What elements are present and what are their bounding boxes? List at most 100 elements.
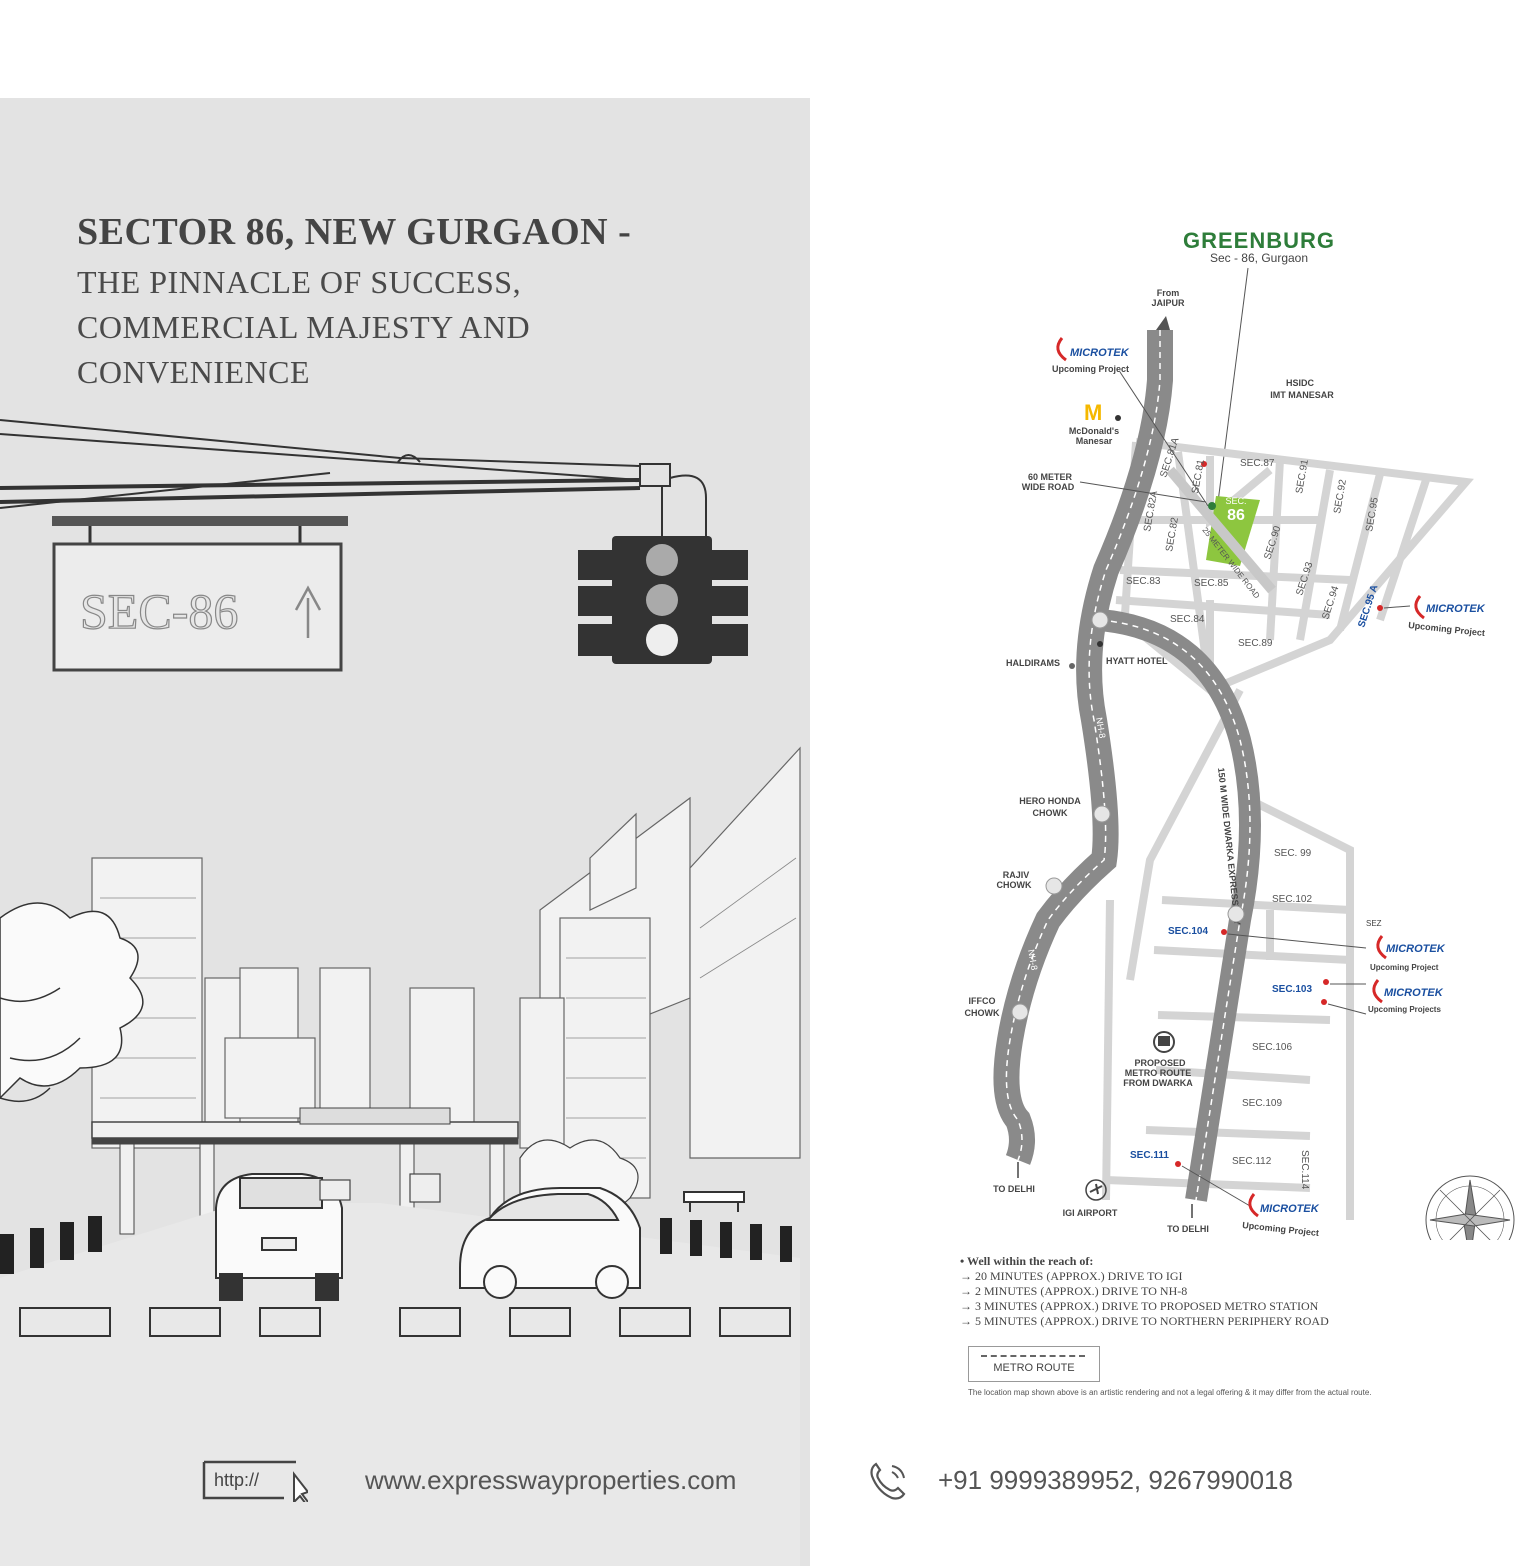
tree (0, 902, 144, 1103)
svg-text:SEC.112: SEC.112 (1232, 1156, 1272, 1167)
reach-item: → 20 MINUTES (APPROX.) DRIVE TO IGI (960, 1269, 1183, 1283)
from-jaipur-label: JAIPUR (1151, 298, 1185, 308)
chowk-markers (1011, 611, 1245, 1021)
svg-text:SEC.90: SEC.90 (1262, 524, 1283, 561)
svg-text:SEC.89: SEC.89 (1238, 638, 1273, 649)
microtek-logo: MICROTEK (1376, 935, 1446, 960)
haldirams-label: HALDIRAMS (1006, 658, 1060, 668)
road-60m-label-2: WIDE ROAD (1022, 482, 1075, 492)
sector-labels-lower: SEC. 99 SEC.102 SEC.104 SEC.103 SEC.106 … (1130, 848, 1312, 1190)
compass-icon (1425, 1175, 1515, 1240)
http-label: http:// (214, 1470, 259, 1490)
metro-route-legend-label: METRO ROUTE (993, 1362, 1075, 1374)
to-delhi-label-2: TO DELHI (1167, 1224, 1209, 1234)
upcoming-project-label: Upcoming Project (1242, 1220, 1320, 1238)
http-link-icon: http:// (202, 1460, 308, 1502)
mcdonalds-label: McDonald's (1069, 426, 1119, 436)
city-skyline (91, 746, 801, 1199)
microtek-logo: MICROTEK (1372, 979, 1444, 1004)
mcdonalds-icon: M (1084, 400, 1102, 425)
nh8-road (993, 330, 1173, 1165)
headline-line-2: THE PINNACLE OF SUCCESS, (77, 264, 522, 300)
map-title: GREENBURG (1183, 228, 1335, 253)
metro-icon (1153, 1031, 1175, 1053)
website-url[interactable]: www.expresswayproperties.com (365, 1465, 737, 1495)
car-rear (215, 1173, 343, 1301)
svg-text:SEC.103: SEC.103 (1272, 984, 1312, 995)
bench (683, 1191, 745, 1212)
sector-roads (1102, 438, 1474, 1220)
svg-text:MICROTEK: MICROTEK (1260, 1203, 1320, 1215)
road-60m-label-1: 60 METER (1028, 472, 1073, 482)
metro-label-3: FROM DWARKA (1123, 1078, 1193, 1088)
igi-airport-label: IGI AIRPORT (1063, 1208, 1118, 1218)
dwarka-expressway (1098, 609, 1261, 1202)
to-delhi-label-1: TO DELHI (993, 1184, 1035, 1194)
microtek-logo: MICROTEK (1414, 595, 1486, 620)
brochure-left-panel: SECTOR 86, NEW GURGAON - THE PINNACLE OF… (0, 98, 810, 1566)
headline-title: SECTOR 86, NEW GURGAON - (77, 211, 632, 253)
manesar-label: Manesar (1076, 436, 1113, 446)
from-label: From (1157, 288, 1180, 298)
headline-line-4: CONVENIENCE (77, 354, 311, 390)
metro-route-legend: METRO ROUTE (968, 1346, 1100, 1382)
upcoming-project-label: Upcoming Project (1370, 963, 1439, 972)
iffco-chowk-label-2: CHOWK (965, 1008, 1000, 1018)
upcoming-project-label: Upcoming Project (1052, 364, 1129, 374)
map-disclaimer: The location map shown above is an artis… (968, 1388, 1372, 1397)
svg-text:SEC.85: SEC.85 (1194, 578, 1229, 589)
svg-text:SEC.111: SEC.111 (1130, 1150, 1169, 1161)
nh8-label-1: NH-8 (1094, 717, 1107, 739)
rajiv-chowk-label-2: CHOWK (997, 880, 1032, 890)
reach-item: → 2 MINUTES (APPROX.) DRIVE TO NH-8 (960, 1284, 1188, 1298)
upcoming-projects-label: Upcoming Projects (1368, 1005, 1441, 1014)
iffco-chowk-label-1: IFFCO (969, 996, 996, 1006)
svg-text:MICROTEK: MICROTEK (1384, 987, 1444, 999)
map-subtitle: Sec - 86, Gurgaon (1210, 251, 1308, 265)
traffic-light (578, 536, 748, 664)
svg-text:MICROTEK: MICROTEK (1426, 603, 1486, 615)
arrow-up-icon (294, 585, 322, 638)
hero-honda-label-2: CHOWK (1033, 808, 1068, 818)
hero-honda-label-1: HERO HONDA (1019, 796, 1081, 806)
car-distant (319, 1173, 441, 1203)
phone-icon (870, 1462, 906, 1500)
reach-info: • Well within the reach of: → 20 MINUTES… (960, 1254, 1329, 1329)
nh8-label-2: NH-8 (1026, 949, 1039, 971)
sector-86-highlight (1206, 496, 1260, 566)
sez-label: SEZ (1366, 919, 1382, 928)
sign-board: SEC-86 (52, 516, 348, 672)
svg-text:SEC.102: SEC.102 (1272, 894, 1312, 905)
svg-text:SEC.109: SEC.109 (1242, 1098, 1282, 1109)
svg-text:SEC. 99: SEC. 99 (1274, 848, 1312, 859)
sec86-label: SEC. (1225, 496, 1246, 506)
svg-text:SEC.87: SEC.87 (1240, 458, 1275, 469)
phone-number[interactable]: +91 9999389952, 9267990018 (938, 1465, 1293, 1495)
reach-title: • Well within the reach of: (960, 1254, 1094, 1268)
metro-label-2: METRO ROUTE (1125, 1068, 1192, 1078)
city-street-illustration: SEC-86 (0, 419, 801, 1566)
svg-text:SEC.84: SEC.84 (1170, 614, 1205, 625)
sec86-number: 86 (1227, 507, 1245, 524)
location-map: GREENBURG Sec - 86, Gurgaon SEC. 86 25 M… (965, 228, 1515, 1240)
sign-text: SEC-86 (80, 583, 238, 639)
headline-line-3: COMMERCIAL MAJESTY AND (77, 309, 531, 345)
imt-manesar-label: IMT MANESAR (1270, 390, 1334, 400)
svg-text:SEC.81: SEC.81 (1190, 458, 1207, 494)
car-front (459, 1187, 641, 1299)
microtek-logo: MICROTEK (1248, 1193, 1320, 1218)
svg-text:MICROTEK: MICROTEK (1070, 347, 1130, 359)
svg-text:MICROTEK: MICROTEK (1386, 943, 1446, 955)
metro-label-1: PROPOSED (1134, 1058, 1186, 1068)
reach-item: → 5 MINUTES (APPROX.) DRIVE TO NORTHERN … (960, 1314, 1329, 1328)
svg-text:SEC.114: SEC.114 (1299, 1150, 1310, 1190)
cursor-icon (293, 1471, 308, 1502)
svg-text:SEC.92: SEC.92 (1332, 478, 1349, 514)
traffic-pole (0, 419, 707, 538)
microtek-logo: MICROTEK (1056, 337, 1130, 362)
rajiv-chowk-label-1: RAJIV (1003, 870, 1030, 880)
svg-text:SEC.104: SEC.104 (1168, 926, 1208, 937)
svg-text:SEC.83: SEC.83 (1126, 576, 1161, 587)
upcoming-project-label: Upcoming Project (1408, 620, 1486, 638)
svg-text:SEC.106: SEC.106 (1252, 1042, 1292, 1053)
